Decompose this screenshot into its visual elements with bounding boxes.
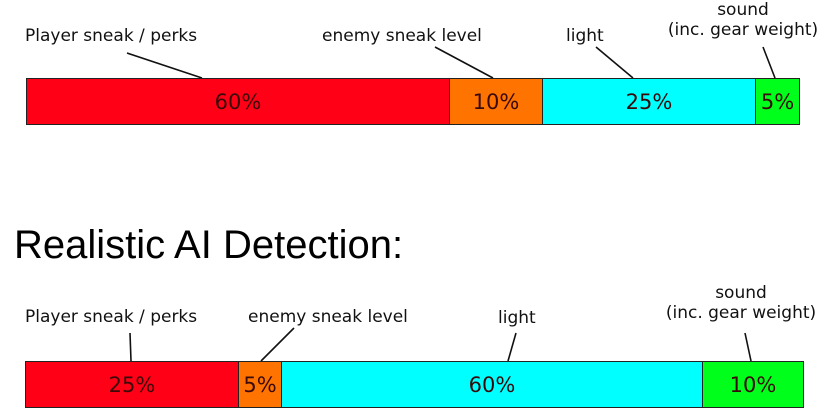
section-title: Realistic AI Detection: <box>14 223 404 267</box>
top-stacked-bar: 60% 10% 25% 5% <box>26 78 800 125</box>
bottom-segment-player: 25% <box>26 362 239 407</box>
top-label-sound-line1: sound <box>717 0 769 20</box>
top-segment-enemy: 10% <box>450 79 543 124</box>
top-label-enemy-sneak: enemy sneak level <box>322 26 482 46</box>
top-segment-light: 25% <box>543 79 756 124</box>
bottom-segment-enemy: 5% <box>239 362 282 407</box>
bottom-label-sound-line1: sound <box>715 283 767 303</box>
bottom-stacked-bar: 25% 5% 60% 10% <box>25 361 804 408</box>
top-segment-player: 60% <box>27 79 450 124</box>
top-segment-sound: 5% <box>756 79 799 124</box>
bottom-label-light: light <box>498 308 536 328</box>
top-label-sound: sound (inc. gear weight) <box>664 0 822 40</box>
bottom-label-sound-line2: (inc. gear weight) <box>665 303 817 323</box>
top-label-player-sneak: Player sneak / perks <box>25 26 198 46</box>
bottom-label-enemy-sneak: enemy sneak level <box>248 307 408 327</box>
bottom-segment-sound: 10% <box>703 362 803 407</box>
top-label-light: light <box>566 26 604 46</box>
top-label-sound-line2: (inc. gear weight) <box>667 20 819 40</box>
bottom-label-sound: sound (inc. gear weight) <box>660 283 822 323</box>
bottom-segment-light: 60% <box>282 362 703 407</box>
bottom-label-player-sneak: Player sneak / perks <box>25 307 198 327</box>
